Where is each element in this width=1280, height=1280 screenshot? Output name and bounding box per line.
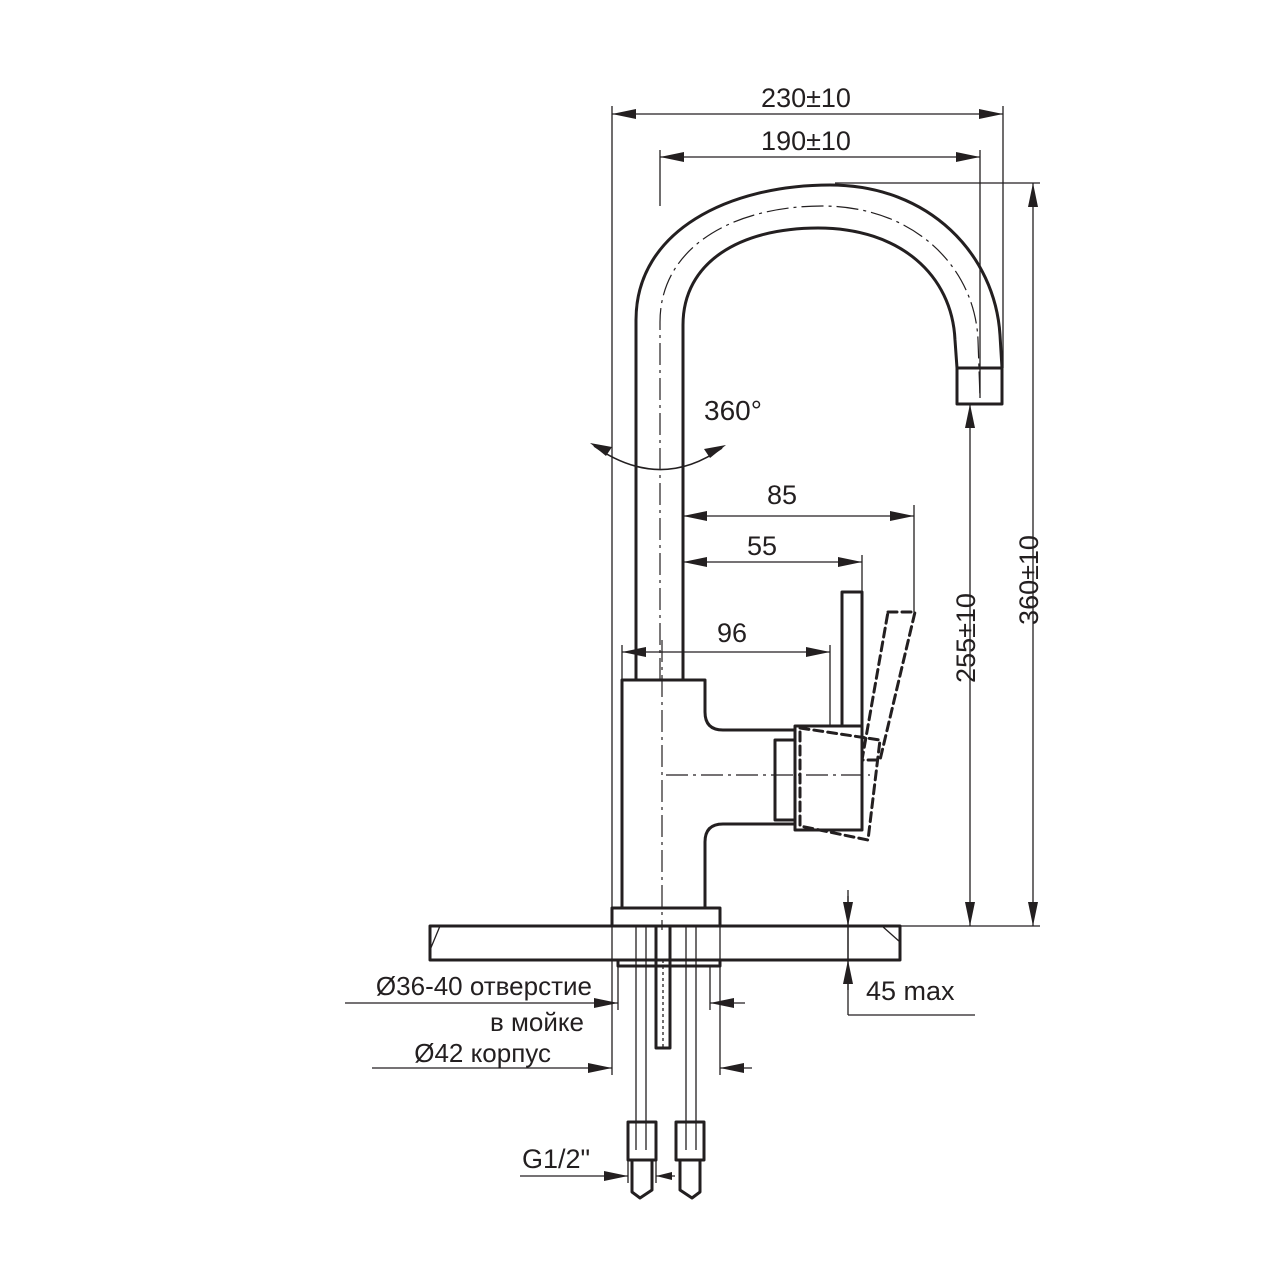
rotation-label: 360° [704,395,762,426]
lever-reach-label: 55 [747,531,777,561]
body-to-lever-label: 96 [717,618,747,648]
handle-reach-label: 85 [767,480,797,510]
overall-width-label: 230±10 [761,83,851,113]
hatch-line [881,925,901,943]
dimension-lines [345,109,1038,1181]
extension-lines [611,106,1040,1183]
faucet-base [610,906,722,928]
rotation-indicator [590,443,726,471]
body-diameter-label: Ø42 корпус [414,1038,551,1068]
hose-thread-label: G1/2" [522,1144,590,1174]
faucet-spout [634,183,1004,682]
supply-hoses [626,924,706,1200]
faucet-body [620,640,870,930]
countertop [428,924,902,968]
overall-height-label: 360±10 [1014,535,1044,625]
hatch-line [429,925,441,951]
hole-annotation-line1: Ø36-40 отверстие [376,971,592,1001]
max-countertop-label: 45 max [866,976,955,1006]
spout-clearance-label: 255±10 [951,593,981,683]
spout-reach-label: 190±10 [761,126,851,156]
faucet-handle [798,590,917,842]
hole-annotation-line2: в мойке [490,1007,584,1037]
